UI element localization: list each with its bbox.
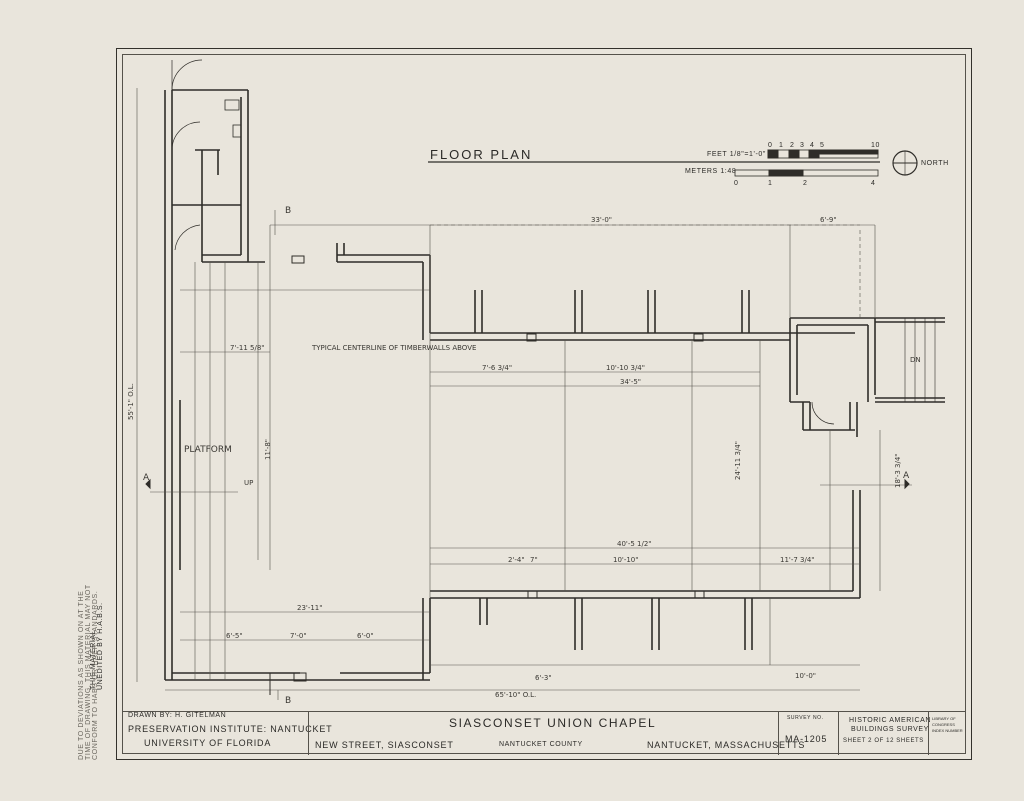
dim-33: 33'-0" bbox=[591, 216, 612, 224]
section-b-bottom: B bbox=[285, 696, 291, 706]
dept-cell: LIBRARY OF CONGRESS INDEX NUMBER bbox=[928, 712, 966, 755]
fireplace-note: TYPICAL CENTERLINE OF TIMBERWALLS ABOVE bbox=[311, 344, 476, 352]
dim-overall-width: 55'-1" O.L. bbox=[127, 383, 135, 420]
scale-tick-1: 1 bbox=[779, 142, 784, 149]
drawn-by: DRAWN BY: H. GITELMAN bbox=[128, 712, 227, 719]
dn-label: DN bbox=[910, 356, 921, 364]
up-label: UP bbox=[244, 479, 253, 487]
dim-7a: 7" bbox=[530, 556, 538, 564]
platform-label: PLATFORM bbox=[184, 445, 232, 455]
survey-cell: SURVEY NO. MA-1205 bbox=[778, 712, 838, 755]
dim-6-9: 6'-9" bbox=[820, 216, 837, 224]
scale-tick-0: 0 bbox=[768, 142, 773, 149]
sheet-line: SHEET 2 OF 12 SHEETS bbox=[843, 738, 924, 744]
building-cell: SIASCONSET UNION CHAPEL NEW STREET, SIAS… bbox=[308, 712, 804, 755]
dim-23: 23'-11" bbox=[297, 604, 322, 612]
meter-tick-0: 0 bbox=[734, 180, 739, 187]
section-a-right: A bbox=[903, 471, 910, 481]
section-b-top: B bbox=[285, 206, 291, 216]
dim-11-8: 11'-8" bbox=[264, 439, 272, 460]
scale-tick-3: 3 bbox=[800, 142, 805, 149]
dim-6-2: 6'-3" bbox=[535, 674, 552, 682]
dim-7-6: 7'-6 3/4" bbox=[482, 364, 512, 372]
margin-note-deviations: DUE TO DEVIATIONS AS SHOWN ON AT THE TIM… bbox=[78, 584, 99, 760]
survey-no: MA-1205 bbox=[785, 734, 828, 744]
section-a-left: A bbox=[143, 473, 150, 483]
state: NANTUCKET, MASSACHUSETTS bbox=[647, 740, 806, 750]
scale-tick-4: 4 bbox=[810, 142, 815, 149]
dim-2-4a: 2'-4" bbox=[508, 556, 525, 564]
survey-no-label: SURVEY NO. bbox=[787, 715, 824, 721]
dim-10-10b: 10'-10" bbox=[613, 556, 638, 564]
scale-meters-label: METERS 1:48 bbox=[685, 168, 737, 175]
org-line1: PRESERVATION INSTITUTE: NANTUCKET bbox=[128, 724, 333, 734]
dim-overall-length: 65'-10" O.L. bbox=[495, 691, 536, 699]
building-name: SIASCONSET UNION CHAPEL bbox=[449, 716, 657, 730]
habs-cell: HISTORIC AMERICAN BUILDINGS SURVEY SHEET… bbox=[838, 712, 932, 755]
note2-line2: TIME OF DRAWING, THIS MATERIAL MAY NOT bbox=[85, 584, 92, 760]
meter-tick-1: 1 bbox=[768, 180, 773, 187]
dim-10-0: 10'-0" bbox=[795, 672, 816, 680]
dim-40: 40'-5 1/2" bbox=[617, 540, 652, 548]
scale-tick-2: 2 bbox=[790, 142, 795, 149]
meter-tick-4: 4 bbox=[871, 180, 876, 187]
outer-border bbox=[116, 48, 972, 760]
dim-24: 24'-11 3/4" bbox=[734, 441, 742, 480]
dim-7-0: 7'-0" bbox=[290, 632, 307, 640]
dept: LIBRARY OF CONGRESS INDEX NUMBER bbox=[932, 716, 963, 733]
dim-6-0: 6'-0" bbox=[357, 632, 374, 640]
title-block: PRESERVATION INSTITUTE: NANTUCKET UNIVER… bbox=[122, 711, 966, 755]
county: NANTUCKET COUNTY bbox=[499, 741, 583, 748]
dim-6-5: 6'-5" bbox=[226, 632, 243, 640]
dim-34-5: 34'-5" bbox=[620, 378, 641, 386]
note2-line3: CONFORM TO HABS OR HAER STANDARDS. bbox=[92, 590, 99, 760]
north-label: NORTH bbox=[921, 160, 949, 167]
dim-11-7: 11'-7 3/4" bbox=[780, 556, 815, 564]
meter-tick-2: 2 bbox=[803, 180, 808, 187]
inner-border bbox=[122, 54, 966, 754]
scale-tick-5: 5 bbox=[820, 142, 825, 149]
habs-line1: HISTORIC AMERICAN bbox=[849, 717, 932, 724]
dim-7-11: 7'-11 5/8" bbox=[230, 344, 265, 352]
address: NEW STREET, SIASCONSET bbox=[315, 740, 454, 750]
dim-18: 18'-3 3/4" bbox=[894, 453, 902, 488]
org-line2: UNIVERSITY OF FLORIDA bbox=[144, 738, 272, 748]
scale-feet-label: FEET 1/8"=1'-0" bbox=[707, 151, 766, 158]
drawing-title: FLOOR PLAN bbox=[430, 147, 533, 162]
habs-line2: BUILDINGS SURVEY bbox=[851, 726, 929, 733]
dim-10-10a: 10'-10 3/4" bbox=[606, 364, 645, 372]
note2-line1: DUE TO DEVIATIONS AS SHOWN ON AT THE bbox=[78, 590, 85, 760]
scale-tick-10: 10 bbox=[871, 142, 880, 149]
